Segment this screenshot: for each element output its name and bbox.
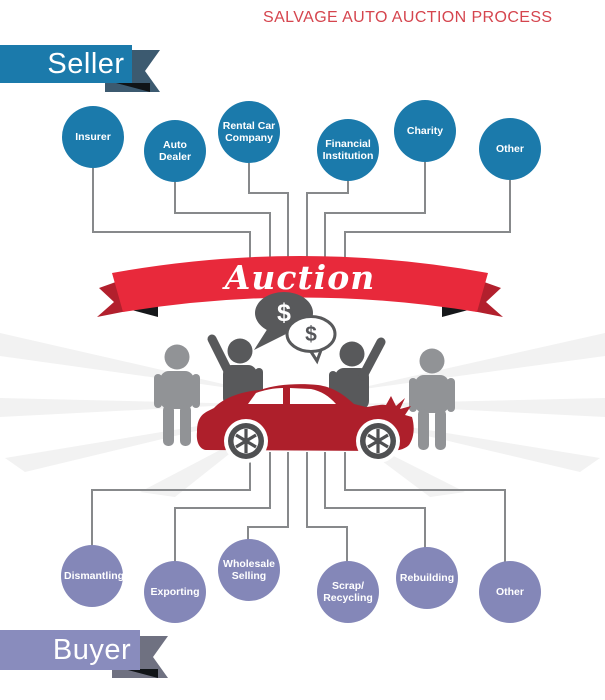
seller-node-insurer: Insurer	[62, 106, 124, 168]
buyer-node-rebuilding: Rebuilding	[396, 547, 458, 609]
seller-banner: Seller	[0, 42, 180, 102]
seller-banner-ribbon-icon	[0, 45, 160, 92]
seller-node-auto-dealer: Auto Dealer	[144, 120, 206, 182]
wheel-icon	[228, 423, 264, 459]
buyer-node-other: Other	[479, 561, 541, 623]
bidder-person-icon	[409, 348, 455, 450]
dollar-sign: $	[305, 323, 317, 346]
seller-node-rental-car-company: Rental Car Company	[218, 101, 280, 163]
seller-node-financial-institution: Financial Institution	[317, 119, 379, 181]
buyer-banner-label: Buyer	[52, 633, 132, 666]
dollar-speech-bubble-icon	[285, 315, 337, 365]
buyer-node-scrap-recycling: Scrap/ Recycling	[317, 561, 379, 623]
buyer-banner-ribbon-icon	[0, 630, 168, 678]
buyer-node-wholesale-selling: Wholesale Selling	[218, 539, 280, 601]
seller-node-other: Other	[479, 118, 541, 180]
salvage-car-icon	[196, 384, 414, 463]
buyer-banner: Buyer	[0, 625, 185, 685]
seller-node-charity: Charity	[394, 100, 456, 162]
page-title: SALVAGE AUTO AUCTION PROCESS	[263, 9, 553, 26]
connector-lines-bottom	[91, 452, 506, 562]
connector-lines-top	[92, 162, 511, 261]
bidder-person-icon	[154, 344, 200, 446]
wheel-icon	[360, 423, 396, 459]
seller-banner-label: Seller	[47, 47, 125, 80]
auction-banner-label: Auction	[224, 257, 376, 297]
buyer-node-exporting: Exporting	[144, 561, 206, 623]
buyer-node-dismantling: Dismantling	[61, 545, 124, 607]
dollar-sign: $	[277, 298, 291, 327]
auction-ribbon-icon	[97, 256, 503, 317]
